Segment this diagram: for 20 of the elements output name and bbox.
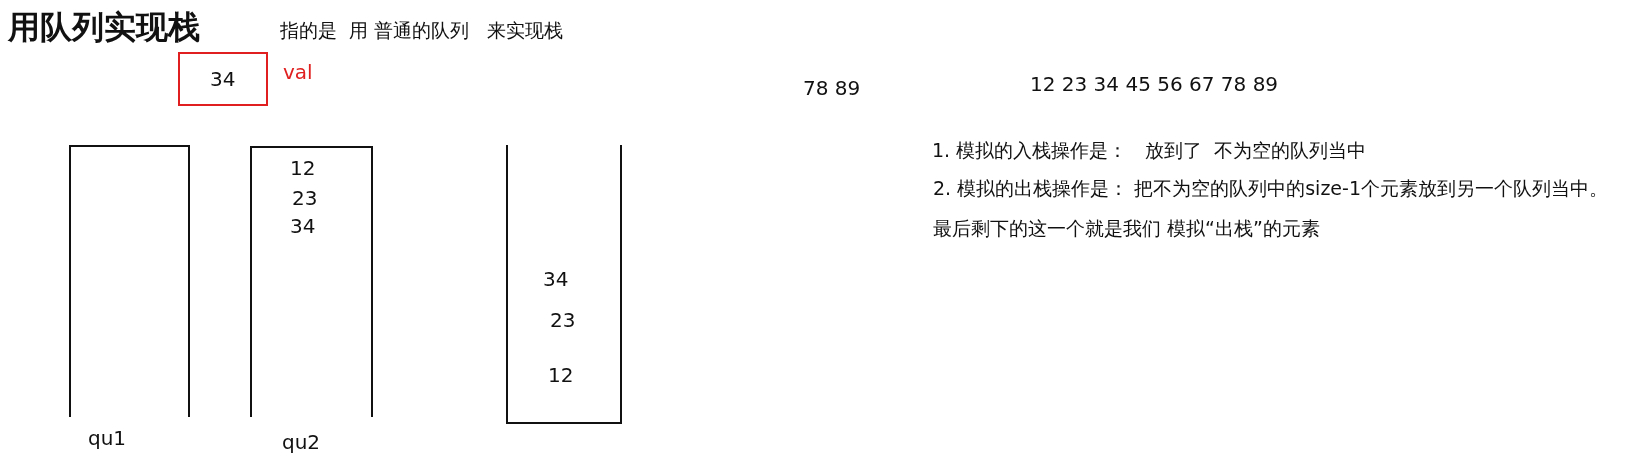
value-text: 23 xyxy=(292,186,318,210)
node-label: qu2 xyxy=(282,430,321,454)
value-text: 34 xyxy=(543,267,569,291)
value-text: 12 xyxy=(548,363,574,387)
value-text: 34 xyxy=(210,67,236,91)
title: 用队列实现栈 xyxy=(8,7,200,48)
value-text: 12 xyxy=(290,156,316,180)
value-box xyxy=(178,52,268,106)
value-text: 23 xyxy=(550,308,576,332)
stack-container xyxy=(506,145,622,424)
queue-container xyxy=(250,146,373,417)
number-list: 12 23 34 45 56 67 78 89 xyxy=(1030,64,1279,104)
queue-container xyxy=(69,145,190,417)
node-label: qu1 xyxy=(88,426,127,450)
node-label: val xyxy=(283,60,313,84)
subtitle: 指的是 用 普通的队列 来实现栈 xyxy=(280,18,564,43)
value-text: 34 xyxy=(290,214,316,238)
number-list: 78 89 xyxy=(803,68,861,108)
note: 1. 模拟的入栈操作是： 放到了 不为空的队列当中 xyxy=(932,138,1367,163)
note: 2. 模拟的出栈操作是： 把不为空的队列中的size-1个元素放到另一个队列当中。最后剩下的这一个就是我们 模拟“出栈”的元素 xyxy=(933,176,1609,241)
